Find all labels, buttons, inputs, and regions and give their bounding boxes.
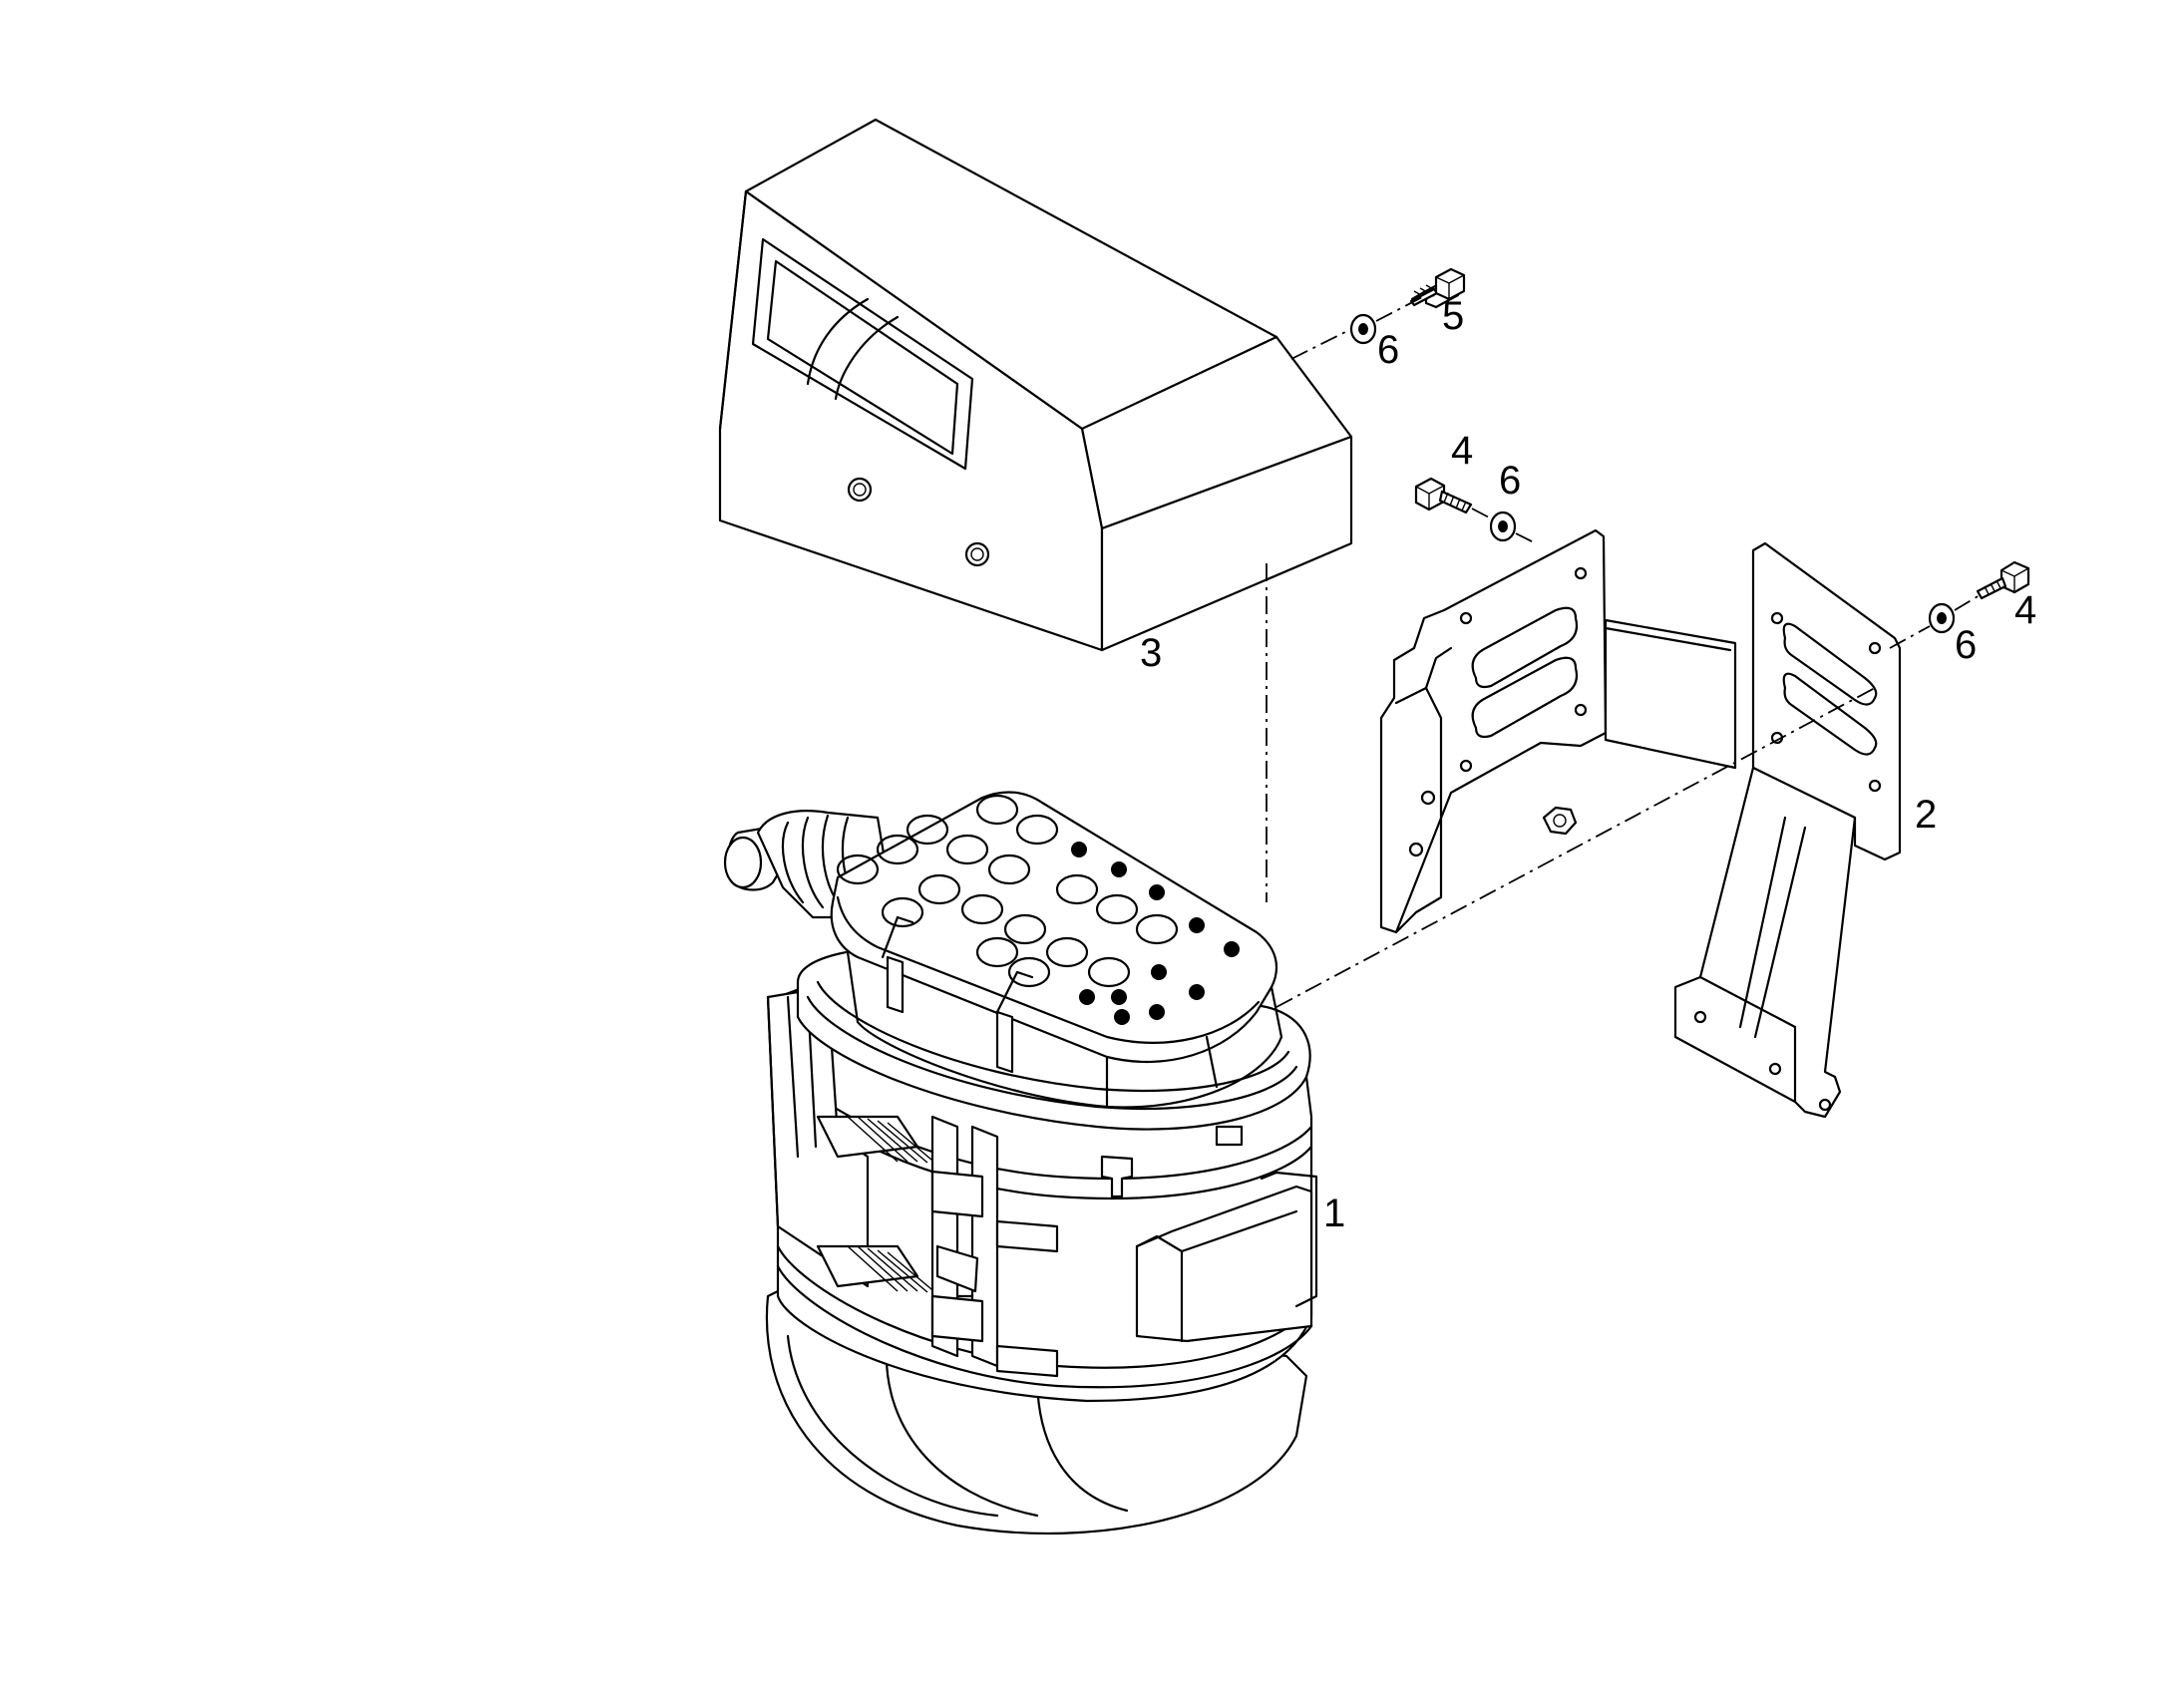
callout-bolt-cover: 5	[1442, 294, 1464, 338]
bolt-cover-part	[1409, 267, 1466, 309]
mounting-bracket-part	[1379, 528, 1902, 1119]
assembly-center-lines	[1266, 294, 1981, 1008]
callout-filter-cover: 3	[1140, 631, 1162, 675]
callout-filter-assembly: 1	[1323, 1192, 1345, 1235]
callout-bolt-right: 4	[2014, 588, 2036, 632]
filter-cover-part	[718, 118, 1353, 652]
callout-washer-cover: 6	[1377, 328, 1399, 372]
washer-right-part	[1928, 602, 1956, 634]
callout-washer-upper-left: 6	[1499, 459, 1521, 503]
callout-mounting-bracket: 2	[1915, 793, 1937, 837]
filter-assembly-part	[723, 791, 1318, 1536]
callout-washer-right: 6	[1955, 623, 1977, 667]
washer-cover-part	[1349, 313, 1377, 345]
bolt-upper-left-part	[1414, 477, 1473, 514]
bolt-right-part	[1976, 560, 2030, 600]
callout-bolt-upper-left: 4	[1451, 429, 1473, 473]
washer-upper-left-part	[1489, 511, 1517, 542]
